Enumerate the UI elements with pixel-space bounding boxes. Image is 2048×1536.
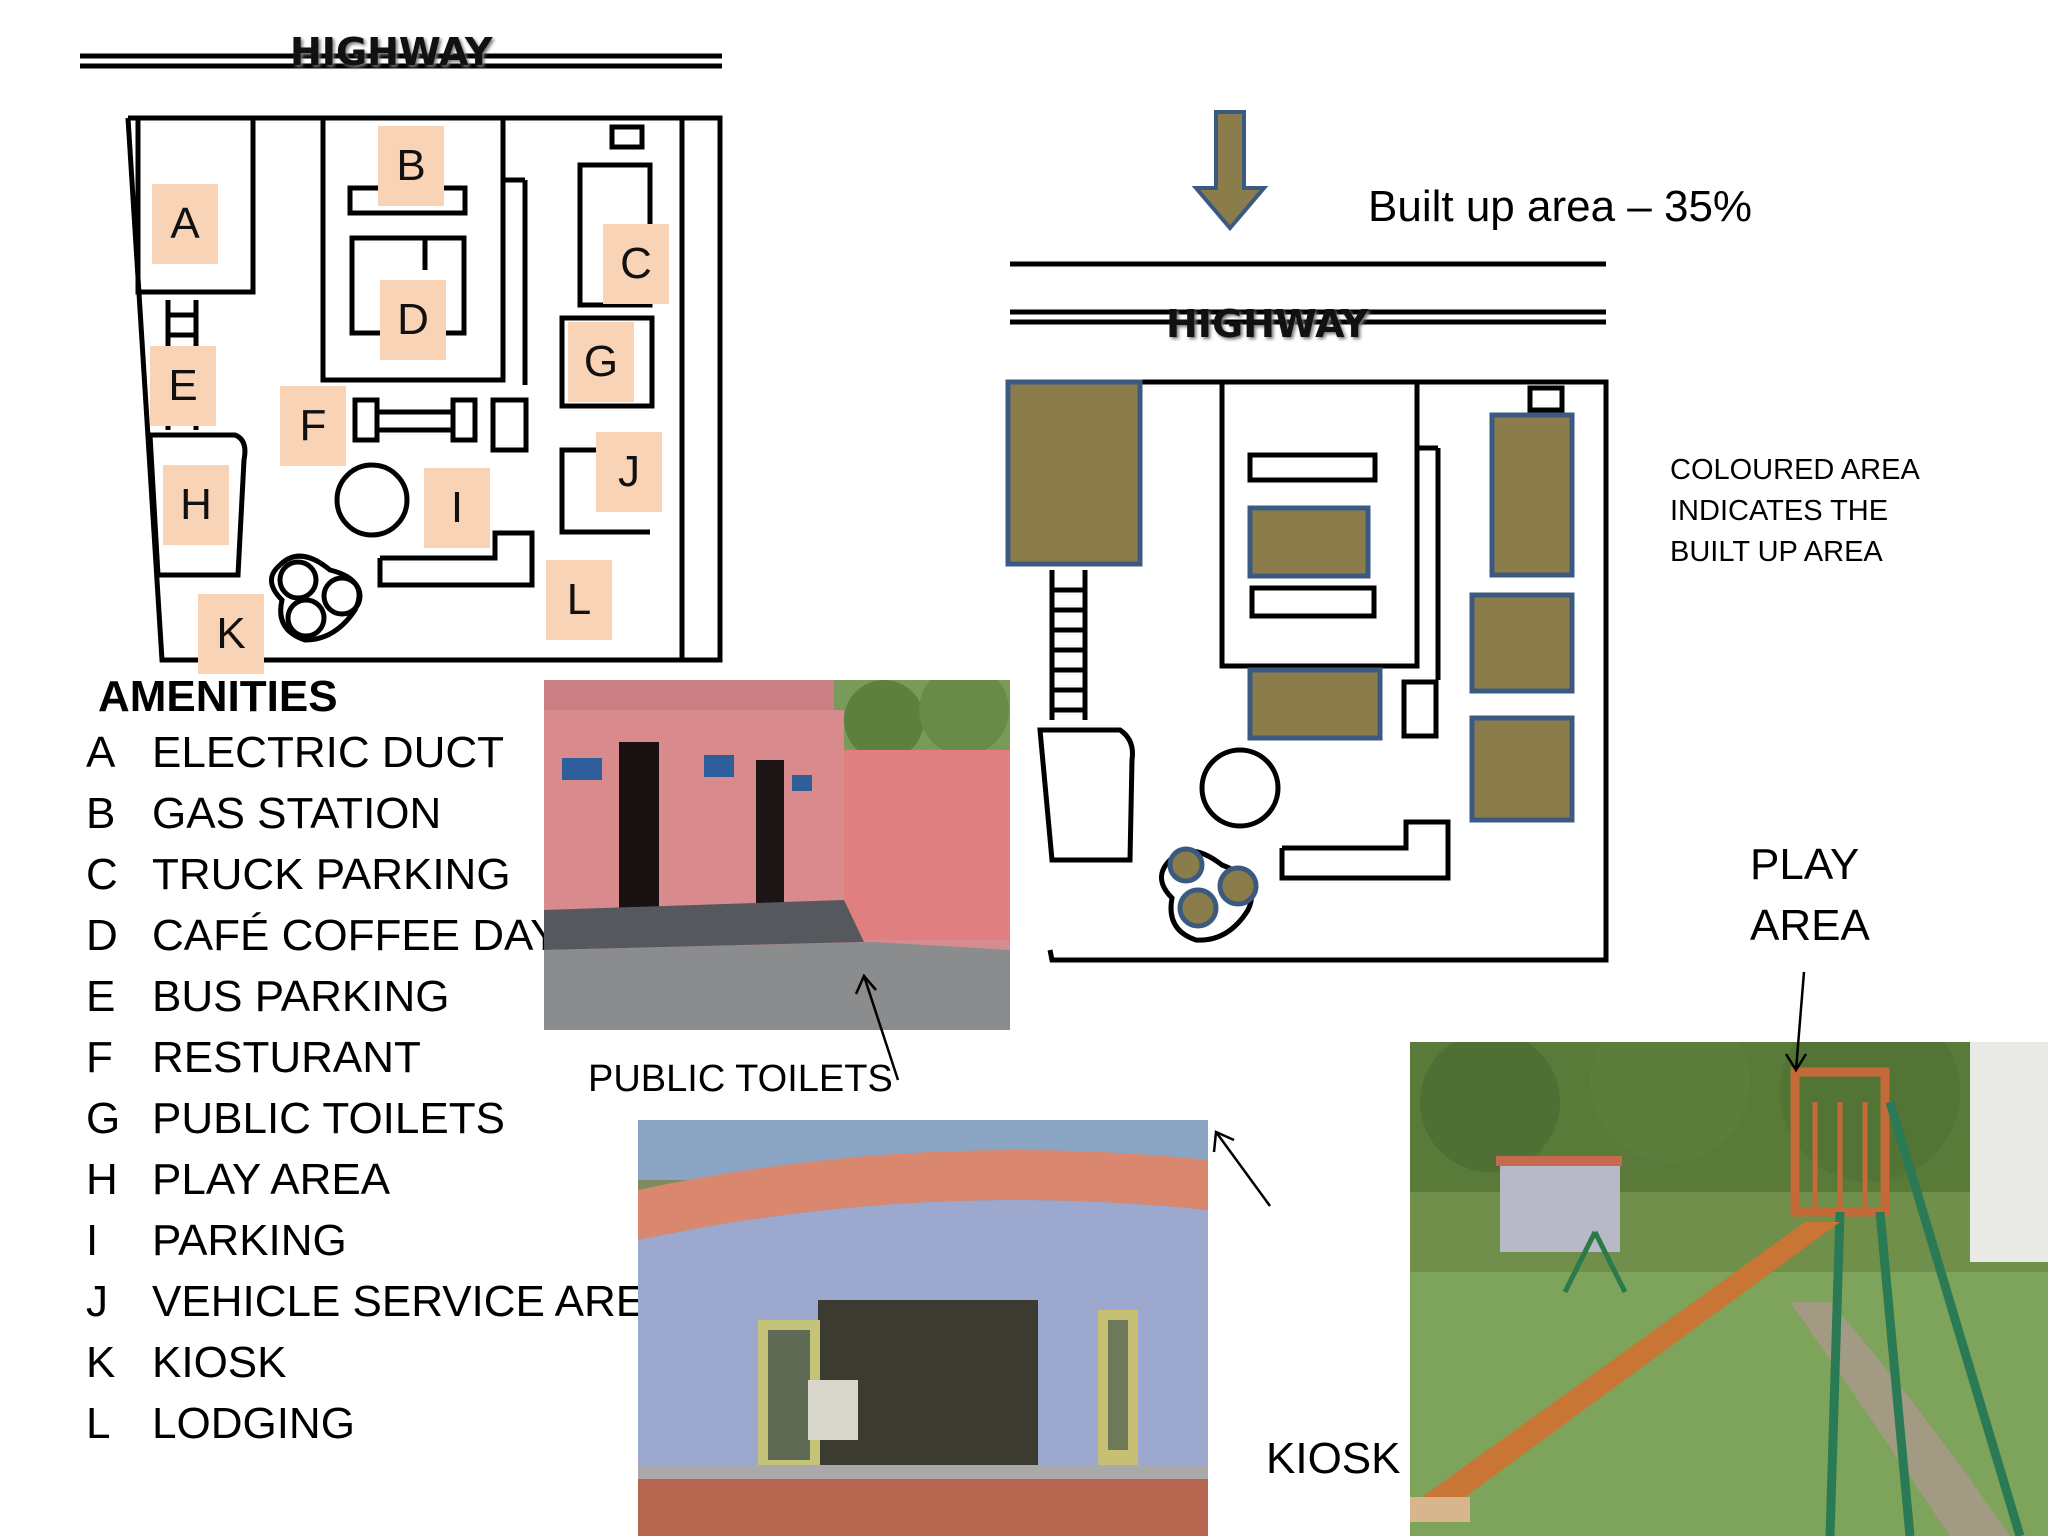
arrow-icon [854,973,900,1081]
left-highway-label: HIGHWAY [290,30,493,74]
zone-k-marker: K [198,594,264,674]
zone-f-marker: F [280,386,346,466]
public-toilets-photo [544,680,1010,1030]
public-toilets-caption: PUBLIC TOILETS [588,1058,893,1100]
built-up-note: COLOURED AREA INDICATES THE BUILT UP ARE… [1670,454,1920,568]
amenities-title: AMENITIES [98,672,338,721]
zone-i-marker: I [424,468,490,548]
zone-d-marker: D [380,280,446,360]
zone-b-marker: B [378,126,444,206]
zone-c-marker: C [603,224,669,304]
right-site-plan [1005,261,1609,963]
zone-h-marker: H [163,465,229,545]
play-area-caption: PLAY AREA [1750,840,1870,950]
zone-j-marker: J [596,432,662,512]
zone-l-marker: L [546,560,612,640]
built-up-area-text: Built up area – 35% [1368,182,1753,231]
arrow-icon [1784,971,1808,1073]
arrow-icon [1212,1130,1272,1207]
zone-e-marker: E [150,346,216,426]
down-arrow-icon [1191,110,1269,232]
zone-a-marker: A [152,184,218,264]
zone-g-marker: G [568,322,634,402]
kiosk-caption: KIOSK [1266,1434,1401,1483]
right-highway-label: HIGHWAY [1166,302,1369,346]
play-area-photo [1410,1042,2048,1536]
kiosk-photo [638,1120,1208,1536]
